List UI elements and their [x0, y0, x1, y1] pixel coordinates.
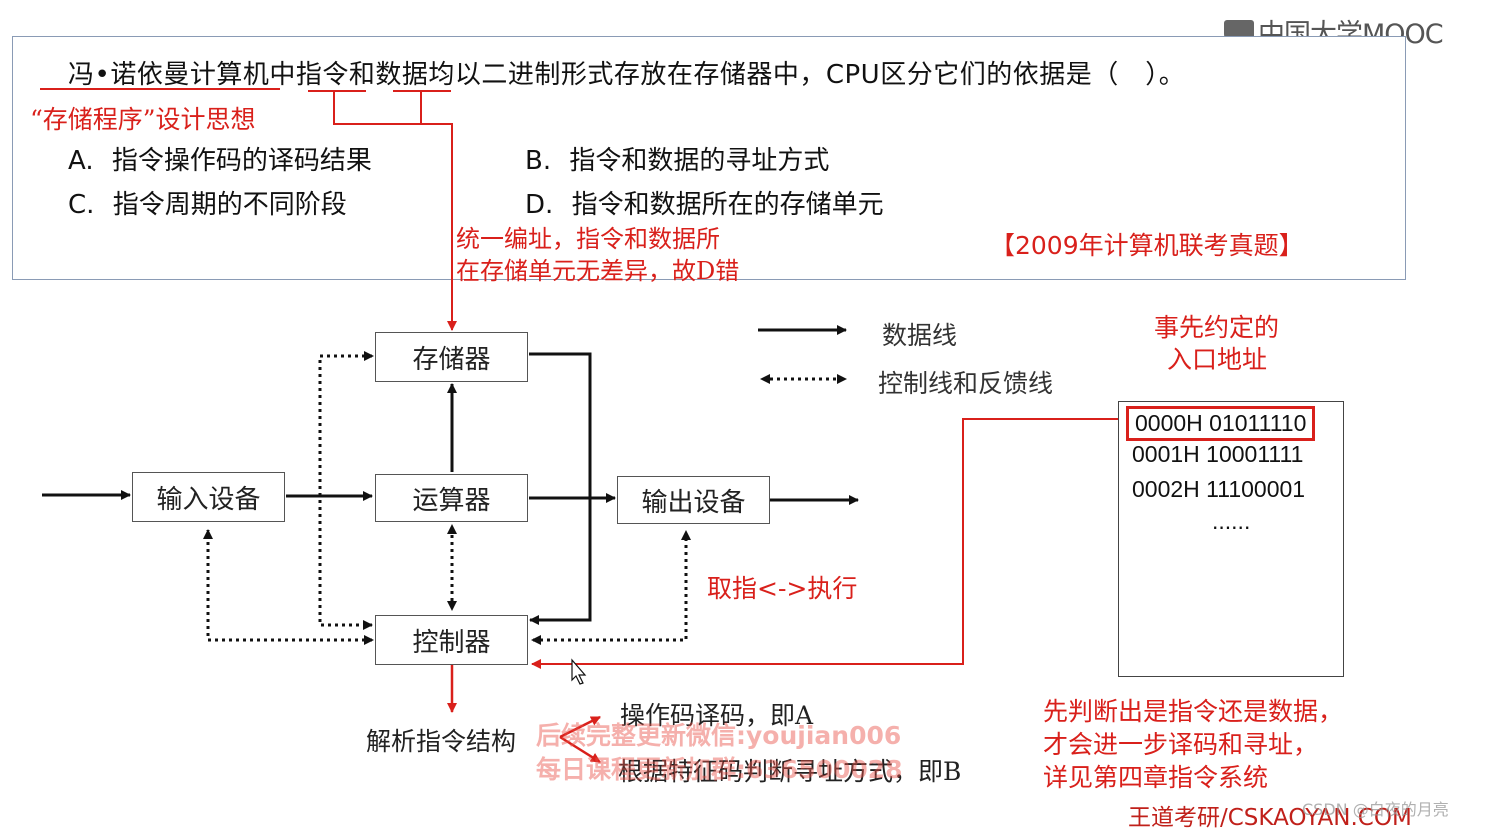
- branch-opcode-decode: 操作码译码，即A: [620, 701, 814, 730]
- option-a: A. 指令操作码的译码结果: [68, 140, 372, 177]
- exam-source: 【2009年计算机联考真题】: [990, 231, 1304, 260]
- memory-row: 0001H 10001111: [1132, 441, 1304, 467]
- output-device-block: 输出设备: [617, 476, 770, 524]
- judge-note-1: 先判断出是指令还是数据，: [1043, 697, 1344, 726]
- branch-addressing-mode: 根据特征码判断寻址方式，即B: [618, 757, 962, 786]
- controller-block: 控制器: [375, 615, 528, 665]
- stored-program-note: “存储程序”设计思想: [30, 105, 256, 134]
- fetch-execute-note: 取指<->执行: [707, 574, 858, 603]
- input-device-block: 输入设备: [132, 472, 285, 522]
- option-d: D. 指令和数据所在的存储单元: [525, 184, 884, 221]
- watermark-line-2: 每日课程更新加群:636500028: [536, 755, 903, 784]
- memory-block: 存储器: [375, 332, 528, 382]
- judge-note-2: 才会进一步译码和寻址，: [1043, 730, 1319, 759]
- option-letter: C.: [68, 190, 95, 220]
- option-text: 指令和数据所在的存储单元: [571, 190, 884, 220]
- memory-row: 0002H 11100001: [1132, 476, 1306, 502]
- memory-row: 0000H 01011110: [1126, 406, 1316, 441]
- judge-note-3: 详见第四章指令系统: [1043, 763, 1269, 792]
- parse-instruction-label: 解析指令结构: [366, 727, 517, 756]
- option-letter: B.: [525, 146, 552, 176]
- option-b: B. 指令和数据的寻址方式: [525, 140, 829, 177]
- preset-address-note-2: 入口地址: [1167, 345, 1268, 374]
- question-panel: [12, 36, 1406, 280]
- legend-data-line: 数据线: [882, 321, 958, 350]
- alu-block: 运算器: [375, 474, 528, 522]
- unified-address-note-1: 统一编址，指令和数据所: [456, 225, 720, 253]
- memory-row: ......: [1212, 508, 1251, 534]
- watermark-line-1: 后续完整更新微信:youjian006: [536, 721, 902, 750]
- memory-contents-table: 0000H 01011110 0001H 10001111 0002H 1110…: [1118, 401, 1344, 677]
- csdn-watermark: CSDN @白夜的月亮: [1302, 800, 1449, 819]
- option-text: 指令操作码的译码结果: [111, 146, 372, 176]
- unified-address-note-2: 在存储单元无差异，故D错: [456, 257, 740, 285]
- option-letter: D.: [525, 190, 554, 220]
- question-text: 冯•诺依曼计算机中指令和数据均以二进制形式存放在存储器中，CPU区分它们的依据是…: [68, 60, 1186, 90]
- option-c: C. 指令周期的不同阶段: [68, 184, 347, 221]
- option-text: 指令周期的不同阶段: [112, 190, 347, 220]
- legend-control-line: 控制线和反馈线: [878, 369, 1054, 398]
- option-text: 指令和数据的寻址方式: [569, 146, 830, 176]
- option-letter: A.: [68, 146, 94, 176]
- cursor-icon: [571, 658, 587, 685]
- preset-address-note-1: 事先约定的: [1154, 313, 1280, 342]
